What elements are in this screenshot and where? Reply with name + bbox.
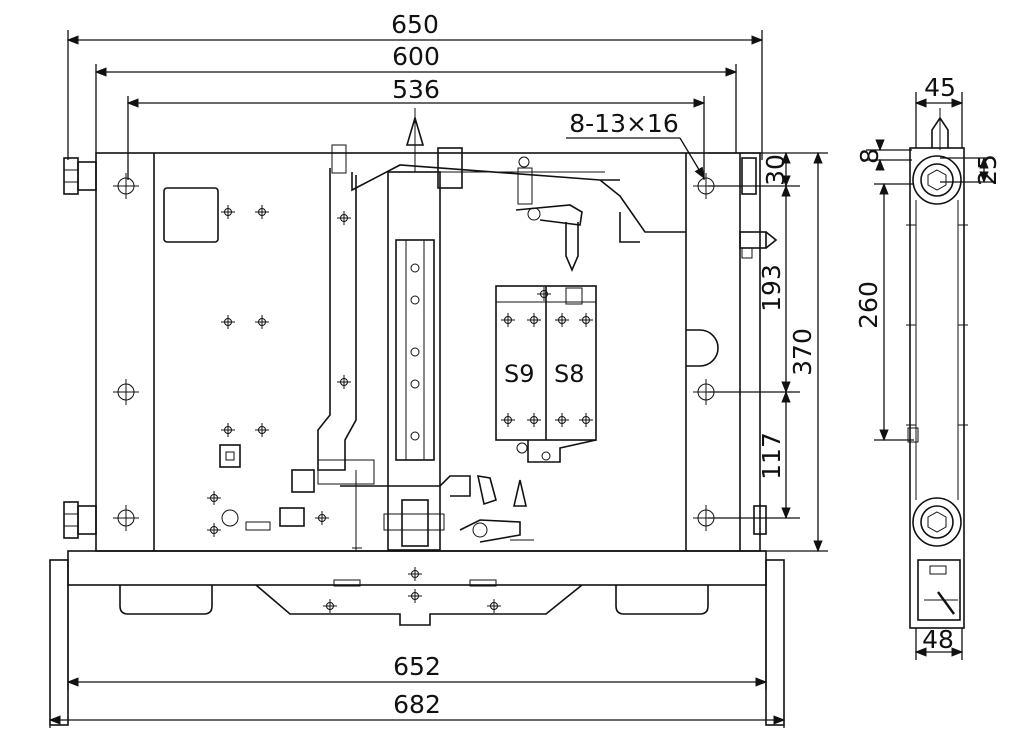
dim-117: 117 [757, 432, 786, 480]
central-column [387, 171, 441, 551]
base-plate [67, 550, 767, 586]
dim-45: 45 [924, 73, 956, 102]
dim-650: 650 [391, 10, 439, 39]
dim-600: 600 [392, 42, 440, 71]
dim-25: 25 [973, 154, 1002, 186]
side-frame [909, 147, 965, 629]
s9-label: S9 [504, 360, 535, 388]
dim-370: 370 [788, 328, 817, 376]
dim-536: 536 [392, 75, 440, 104]
outer-frame [95, 152, 761, 552]
dim-260: 260 [854, 281, 883, 329]
inspection-window [163, 187, 219, 243]
s8-label: S8 [554, 360, 585, 388]
dim-652: 652 [393, 652, 441, 681]
bolt-top-left [63, 157, 97, 195]
dimensions: 650 600 536 8-13×16 30 193 370 117 652 6… [48, 10, 1002, 728]
dim-682: 682 [393, 690, 441, 719]
dim-8: 8 [855, 148, 884, 164]
hole-spec: 8-13×16 [569, 109, 679, 138]
side-view [906, 108, 968, 629]
bolt-bottom-left [63, 501, 97, 539]
front-view: S9 S8 [49, 108, 785, 726]
dim-48: 48 [922, 625, 954, 654]
dim-30: 30 [761, 154, 790, 186]
dim-193: 193 [757, 264, 786, 312]
